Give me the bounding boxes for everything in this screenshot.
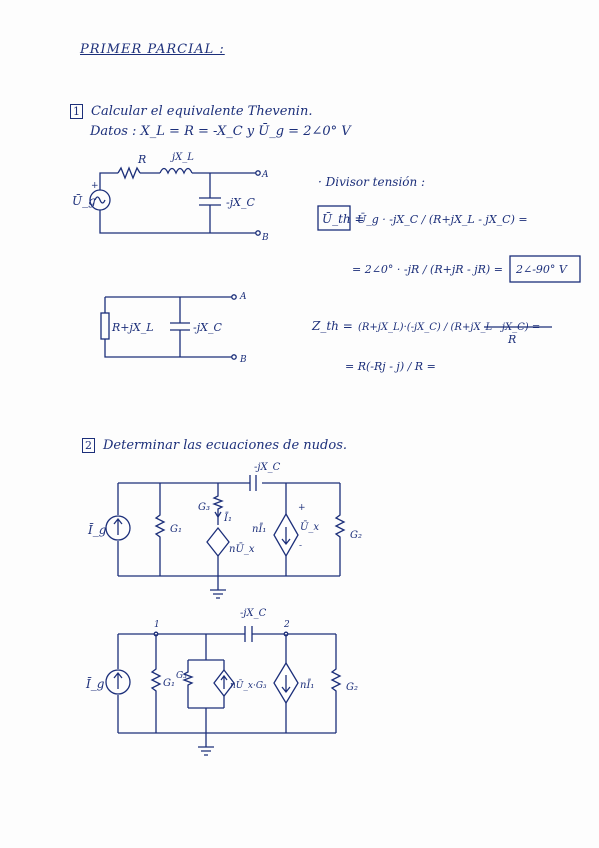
current-arrow	[113, 671, 123, 689]
series-impedance	[100, 312, 110, 340]
label-dep-v: nŪ_x	[229, 543, 255, 555]
ground-icon	[198, 733, 214, 756]
label-ug: Ū_g	[72, 193, 96, 208]
terminal-a	[255, 170, 261, 176]
label-cap: -jX_C	[240, 608, 267, 619]
resistor-g1	[150, 634, 162, 733]
label-g3: G₃	[176, 671, 187, 681]
wire	[99, 210, 256, 234]
label-g2: G₂	[346, 682, 358, 693]
capacitor	[199, 173, 221, 233]
capacitor	[244, 626, 253, 642]
label-ig: Ī_g	[87, 522, 107, 537]
zth-rhs: (R+jX_L)·(-jX_C) / (R+jX_L - jX_C) =	[358, 322, 540, 333]
wire	[104, 296, 232, 313]
label-g1: G₁	[163, 678, 175, 689]
problem-1-number: 1	[70, 104, 83, 119]
terminal-a	[231, 294, 237, 300]
label-terminal-b: B	[261, 233, 269, 243]
label-node-2: 2	[283, 620, 290, 630]
zth-frac-den: R	[507, 333, 516, 346]
resistor-r	[117, 166, 141, 180]
inductor	[159, 167, 193, 175]
nodal-circuit-2: 1 2 Ī_g G₁ G₃ nŪ_x·G₃ nĪ₁ G₂ -jX_C	[85, 608, 358, 756]
terminal-b	[231, 354, 237, 360]
resistor-g2	[334, 483, 346, 576]
problem-1-statement-row: 1 Calcular el equivalente Thevenin.	[70, 104, 312, 119]
label-ig: Ī_g	[85, 676, 105, 691]
problem-2-statement: Determinar las ecuaciones de nudos.	[103, 438, 347, 453]
label-terminal-a: A	[239, 292, 247, 302]
label-dep-i: nĪ₁	[300, 679, 314, 691]
uth-rhs: Ū_g · -jX_C / (R+jX_L - jX_C) =	[357, 213, 528, 226]
dep-current-arrow	[281, 527, 291, 546]
label-node-1: 1	[154, 620, 160, 630]
problem-2-number: 2	[82, 438, 95, 453]
thevenin-source-circuit: R jX_L -jX_C Ū_g + A B	[72, 152, 269, 243]
uth-result: 2∠-90° V	[515, 263, 568, 276]
uth-equations: Ū_th = Ū_g · -jX_C / (R+jX_L - jX_C) = =…	[317, 205, 581, 283]
zth-lhs: Z_th =	[311, 319, 353, 333]
ux-plus: +	[298, 503, 306, 513]
nodal-circuit-1: Ī_g G₁ G₃ Ī₁ nŪ_x nĪ₁ Ū_x + - G₂ -jX_C	[87, 462, 362, 599]
label-r: R	[137, 153, 146, 166]
label-g3: G₃	[198, 502, 210, 513]
page-title: PRIMER PARCIAL :	[80, 42, 225, 57]
problem-1-statement: Calcular el equivalente Thevenin.	[91, 104, 313, 119]
uth-box	[317, 205, 351, 231]
ground-icon	[210, 576, 226, 599]
problem-2-statement-row: 2 Determinar las ecuaciones de nudos.	[82, 438, 347, 453]
wire	[99, 172, 118, 190]
label-g1: G₁	[170, 524, 182, 535]
wire	[104, 339, 232, 358]
dep-current-arrow-2	[281, 675, 291, 694]
label-dep-i: nĪ₁	[252, 523, 266, 535]
label-terminal-b: B	[239, 355, 247, 365]
uth-step2: = 2∠0° · -jR / (R+jR - jR) =	[352, 263, 503, 276]
ux-minus: -	[299, 541, 302, 551]
label-dep: nŪ_x·G₃	[230, 679, 267, 691]
label-series: R+jX_L	[111, 321, 154, 334]
current-source	[105, 669, 131, 695]
uth-lhs: Ū_th =	[322, 211, 365, 226]
current-source	[105, 515, 131, 541]
capacitor	[249, 475, 257, 491]
terminal-b	[255, 230, 261, 236]
label-terminal-a: A	[261, 170, 269, 180]
zth-step2: = R(-Rj - j) / R =	[345, 360, 436, 373]
resistor-g2	[330, 634, 342, 733]
dep-current-arrow	[220, 674, 228, 689]
thevenin-impedance-circuit: R+jX_L -jX_C A B	[100, 292, 247, 365]
label-i1: Ī₁	[223, 512, 232, 524]
ac-symbol	[94, 196, 106, 204]
label-cap: -jX_C	[254, 462, 281, 473]
label-ux: Ū_x	[300, 521, 319, 533]
label-g2: G₂	[350, 530, 362, 541]
problem-1-data: Datos : X_L = R = -X_C y Ū_g = 2∠0° V	[90, 124, 351, 139]
current-arrow	[113, 517, 123, 535]
label-cap: -jX_C	[193, 321, 222, 334]
capacitor	[170, 297, 190, 357]
resistor-g1	[154, 483, 166, 576]
voltage-divisor-title: · Divisor tensión :	[318, 175, 426, 189]
source-plus: +	[91, 181, 99, 191]
label-jxc: -jX_C	[226, 196, 255, 209]
label-jxl: jX_L	[170, 152, 194, 163]
uth-result-box	[509, 255, 581, 283]
parallel-branch	[182, 634, 225, 733]
dependent-voltage-source	[206, 526, 230, 558]
resistor-g3	[212, 483, 224, 525]
i1-arrow	[214, 511, 222, 519]
zth-equations: Z_th = (R+jX_L)·(-jX_C) / (R+jX_L - jX_C…	[311, 319, 552, 373]
